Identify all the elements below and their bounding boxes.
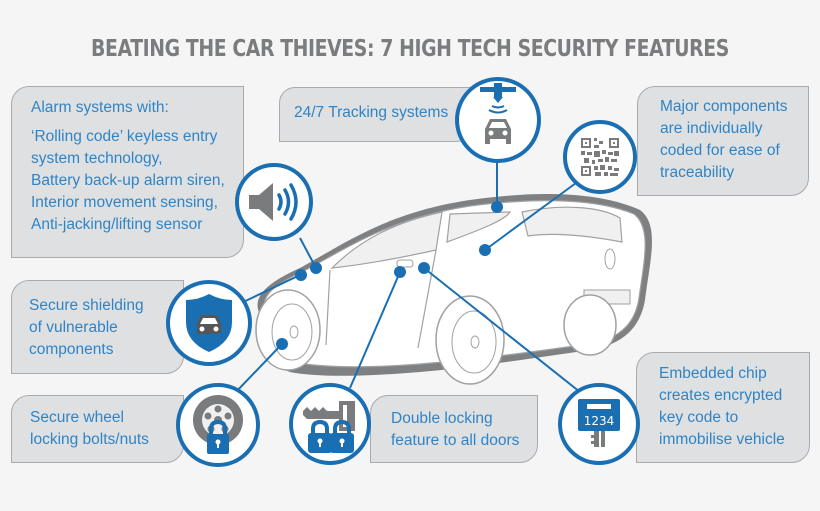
double-locking-callout: Double locking feature to all doors: [370, 395, 538, 463]
alarm-line: ‘Rolling code’ keyless entry: [31, 128, 218, 145]
components-line: Major components: [660, 98, 788, 115]
components-line: coded for ease of: [660, 142, 780, 159]
alarm-line: Anti-jacking/lifting sensor: [31, 216, 203, 233]
components-callout: Major components are individually coded …: [637, 86, 809, 196]
components-line: traceability: [660, 164, 735, 181]
tracking-line: 24/7 Tracking systems: [294, 104, 449, 121]
key-chip-icon: 1234: [558, 383, 640, 465]
chip-line: creates encrypted: [659, 387, 783, 404]
shielding-line: components: [29, 341, 114, 358]
shielding-line: of vulnerable: [29, 319, 118, 336]
speaker-icon: [235, 163, 313, 241]
shield-car-icon: [166, 280, 252, 366]
qr-code-icon: [563, 120, 637, 194]
page-title: BEATING THE CAR THIEVES: 7 HIGH TECH SEC…: [91, 36, 729, 62]
key-code-text: 1234: [584, 414, 615, 428]
tracking-callout: 24/7 Tracking systems: [279, 87, 472, 142]
chip-line: Embedded chip: [659, 365, 767, 382]
doors-line: Double locking: [391, 410, 493, 427]
components-line: are individually: [660, 120, 763, 137]
embedded-chip-callout: Embedded chip creates encrypted key code…: [636, 352, 810, 463]
wheel-lock-icon: [176, 383, 260, 467]
shielding-line: Secure shielding: [29, 297, 144, 314]
shielding-callout: Secure shielding of vulnerable component…: [11, 280, 184, 374]
chip-line: immobilise vehicle: [659, 431, 785, 448]
key-padlocks-icon: [289, 383, 371, 465]
alarm-line: Interior movement sensing,: [31, 194, 218, 211]
chip-line: key code to: [659, 409, 739, 426]
alarm-line: system technology,: [31, 150, 163, 167]
wheel-locks-callout: Secure wheel locking bolts/nuts: [11, 395, 184, 463]
alarm-systems-callout: Alarm systems with: ‘Rolling code’ keyle…: [11, 86, 244, 258]
satellite-car-icon: [455, 77, 541, 163]
alarm-line: Battery back-up alarm siren,: [31, 172, 225, 189]
wheel-line: locking bolts/nuts: [30, 431, 149, 448]
doors-line: feature to all doors: [391, 432, 520, 449]
wheel-line: Secure wheel: [30, 409, 124, 426]
alarm-heading: Alarm systems with:: [31, 99, 169, 116]
